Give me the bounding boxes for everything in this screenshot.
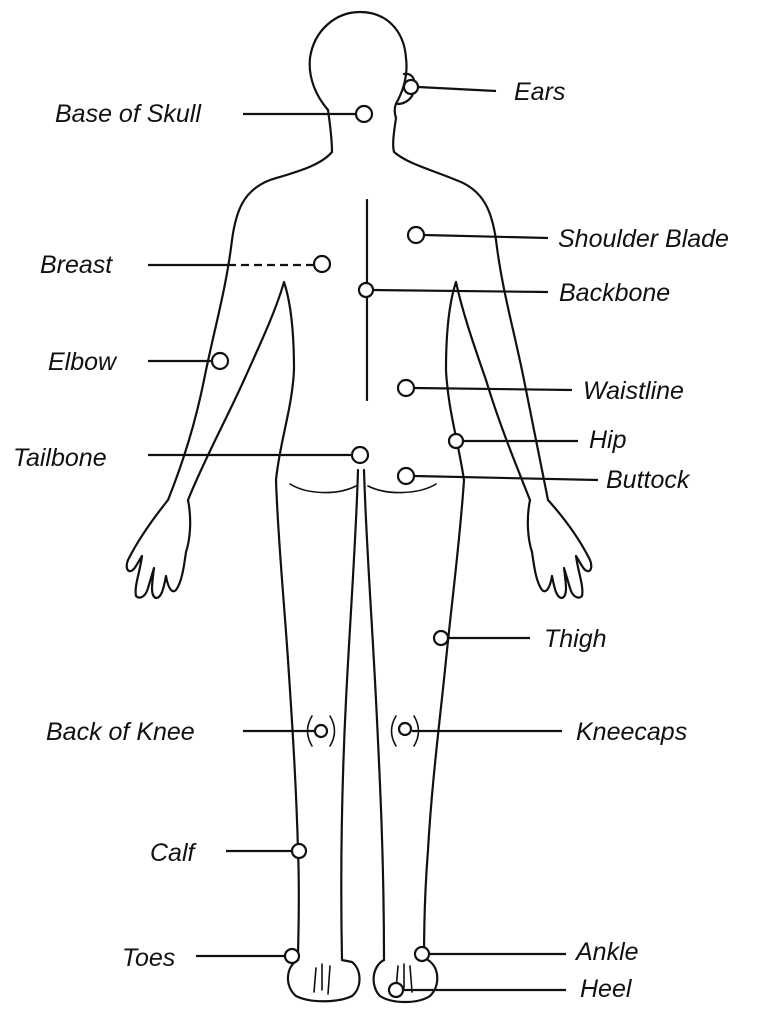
heel-marker <box>389 983 403 997</box>
back-of-knee-marker <box>315 725 327 737</box>
label-shoulder-blade: Shoulder Blade <box>558 225 729 253</box>
waistline-leader <box>414 388 572 390</box>
label-tailbone: Tailbone <box>13 444 107 472</box>
backbone-marker <box>359 283 373 297</box>
left-inner-arm <box>188 282 294 500</box>
buttock-marker <box>398 468 414 484</box>
label-kneecaps: Kneecaps <box>576 718 687 746</box>
label-toes: Toes <box>122 944 175 972</box>
label-ears: Ears <box>514 78 565 106</box>
ankle-marker <box>415 947 429 961</box>
right-buttock-curve <box>368 484 436 493</box>
calf-marker <box>292 844 306 858</box>
breast-marker <box>314 256 330 272</box>
body-silhouette <box>127 12 592 1002</box>
thigh-marker <box>434 631 448 645</box>
label-waistline: Waistline <box>583 377 684 405</box>
label-heel: Heel <box>580 975 633 1003</box>
head-outline <box>310 12 407 118</box>
kneecaps-marker <box>399 723 411 735</box>
label-thigh: Thigh <box>544 625 607 653</box>
right-leg-outer <box>424 480 464 960</box>
label-calf: Calf <box>150 839 198 867</box>
left-leg-inner <box>341 470 358 960</box>
label-breast: Breast <box>40 251 113 279</box>
right-neck-shoulder <box>393 118 548 500</box>
labels: Ears Base of Skull Shoulder Blade Breast… <box>13 78 729 1003</box>
backbone-leader <box>373 290 548 292</box>
shoulder-blade-marker <box>408 227 424 243</box>
left-hand <box>127 500 190 598</box>
label-hip: Hip <box>589 426 627 454</box>
base-of-skull-marker <box>356 106 372 122</box>
left-neck-shoulder <box>168 110 332 500</box>
ears-marker <box>404 80 418 94</box>
shoulder-blade-leader <box>424 235 548 238</box>
leader-lines <box>148 87 598 990</box>
label-back-of-knee: Back of Knee <box>46 718 195 746</box>
elbow-marker <box>212 353 228 369</box>
hip-marker <box>449 434 463 448</box>
ears-leader <box>418 87 496 91</box>
right-inner-arm <box>446 282 530 500</box>
right-hand <box>528 500 591 598</box>
label-buttock: Buttock <box>606 466 691 494</box>
label-elbow: Elbow <box>48 348 118 376</box>
buttock-leader <box>414 476 598 480</box>
waistline-marker <box>398 380 414 396</box>
point-markers <box>212 80 463 997</box>
label-base-of-skull: Base of Skull <box>55 100 202 128</box>
left-leg-outer <box>276 480 299 960</box>
label-backbone: Backbone <box>559 279 670 307</box>
left-foot-tendons <box>314 964 330 994</box>
label-ankle: Ankle <box>574 938 639 966</box>
tailbone-marker <box>352 447 368 463</box>
right-leg-inner <box>364 470 384 960</box>
right-foot <box>374 960 438 1002</box>
toes-marker <box>285 949 299 963</box>
left-buttock-curve <box>290 484 356 493</box>
left-foot <box>288 960 360 1001</box>
